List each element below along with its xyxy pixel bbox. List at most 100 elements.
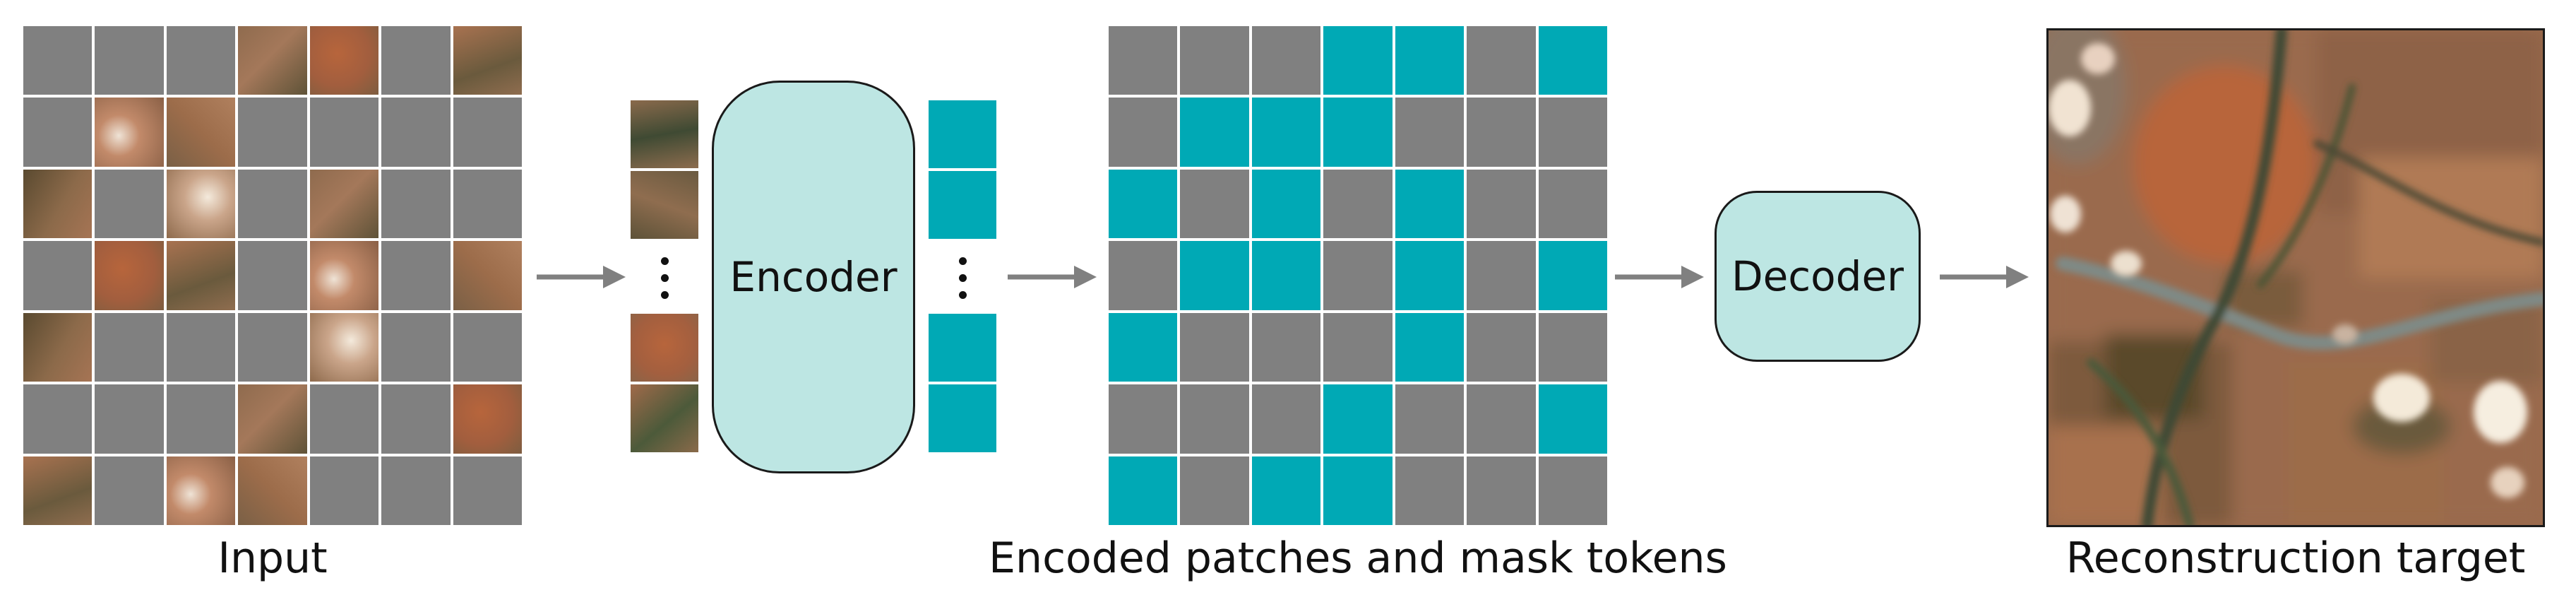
- masked-patch: [95, 312, 164, 382]
- visible-patch: [95, 98, 164, 167]
- encoded-patch-token: [1323, 98, 1393, 167]
- mask-token: [1538, 169, 1607, 239]
- visible-patch-3: [631, 314, 698, 382]
- masked-patch: [95, 26, 164, 95]
- mask-token: [1180, 384, 1249, 454]
- masked-patch: [453, 98, 522, 167]
- encoded-token-2: [929, 171, 996, 239]
- mask-token: [1395, 456, 1465, 525]
- visible-patch: [166, 169, 236, 239]
- visible-patch-strip: [631, 100, 698, 454]
- masked-patch: [309, 456, 379, 525]
- mask-token: [1467, 456, 1536, 525]
- visible-patch: [453, 384, 522, 454]
- visible-patch-4: [631, 384, 698, 452]
- visible-patch: [238, 456, 307, 525]
- encoded-patch-token: [1323, 384, 1393, 454]
- masked-patch: [238, 241, 307, 310]
- masked-patch: [381, 169, 451, 239]
- masked-patch: [95, 384, 164, 454]
- masked-patch: [381, 98, 451, 167]
- mask-token: [1323, 169, 1393, 239]
- encoded-patch-token: [1538, 241, 1607, 310]
- mask-token: [1180, 26, 1249, 95]
- mask-token: [1251, 384, 1321, 454]
- encoded-patch-token: [1323, 26, 1393, 95]
- visible-patch: [23, 169, 93, 239]
- visible-patch: [309, 312, 379, 382]
- mask-token: [1109, 98, 1178, 167]
- ellipsis-dot: [661, 274, 669, 282]
- encoded-token-strip: [929, 100, 996, 454]
- mask-token: [1180, 312, 1249, 382]
- mask-token: [1109, 241, 1178, 310]
- mask-token: [1467, 241, 1536, 310]
- ellipsis-dot: [959, 291, 967, 299]
- masked-patch: [238, 169, 307, 239]
- mask-token: [1467, 312, 1536, 382]
- right-arrow-icon: [1938, 263, 2030, 291]
- encoded-patch-token: [1251, 241, 1321, 310]
- mask-token: [1323, 312, 1393, 382]
- encoded-patch-token: [1251, 456, 1321, 525]
- right-arrow-icon: [1614, 263, 1705, 291]
- encoder-label: Encoder: [729, 253, 898, 301]
- encoded-patch-token: [1395, 241, 1465, 310]
- encoded-patch-token: [1395, 169, 1465, 239]
- encoded-patch-token: [1109, 312, 1178, 382]
- encoded-patch-token: [1180, 241, 1249, 310]
- masked-patch: [309, 384, 379, 454]
- masked-patch: [381, 384, 451, 454]
- masked-patch: [453, 456, 522, 525]
- input-caption: Input: [217, 534, 328, 583]
- reconstruction-caption: Reconstruction target: [2065, 534, 2526, 583]
- mask-token: [1538, 312, 1607, 382]
- encoded-patch-token: [1251, 169, 1321, 239]
- vertical-ellipsis-icon: [661, 257, 669, 265]
- encoded-patch-token: [1109, 169, 1178, 239]
- mask-token: [1538, 456, 1607, 525]
- encoded-token-3: [929, 314, 996, 382]
- mask-token: [1180, 169, 1249, 239]
- input-patch-grid: [23, 26, 522, 525]
- visible-patch: [166, 98, 236, 167]
- masked-patch: [166, 384, 236, 454]
- visible-patch-1: [631, 100, 698, 168]
- masked-patch: [309, 98, 379, 167]
- visible-patch: [238, 384, 307, 454]
- mask-token: [1538, 98, 1607, 167]
- encoded-token-4: [929, 384, 996, 452]
- masked-patch: [95, 456, 164, 525]
- decoder-box: Decoder: [1715, 191, 1921, 362]
- mask-token: [1323, 241, 1393, 310]
- encoded-patch-token: [1538, 384, 1607, 454]
- reconstruction-target-image: [2046, 28, 2545, 527]
- mask-token: [1467, 26, 1536, 95]
- encoded-patch-token: [1395, 312, 1465, 382]
- masked-patch: [23, 241, 93, 310]
- ellipsis-dot: [959, 274, 967, 282]
- masked-patch: [453, 169, 522, 239]
- encoded-caption: Encoded patches and mask tokens: [989, 534, 1727, 583]
- masked-patch: [238, 312, 307, 382]
- masked-patch: [453, 312, 522, 382]
- ellipsis-dot: [661, 291, 669, 299]
- masked-patch: [23, 98, 93, 167]
- decoder-label: Decoder: [1731, 252, 1904, 300]
- masked-patch: [381, 456, 451, 525]
- encoded-patch-token: [1251, 98, 1321, 167]
- masked-patch: [166, 312, 236, 382]
- encoded-patch-token: [1180, 98, 1249, 167]
- masked-patch: [23, 26, 93, 95]
- visible-patch: [309, 26, 379, 95]
- right-arrow-icon: [535, 263, 627, 291]
- masked-patch: [238, 98, 307, 167]
- encoded-token-1: [929, 100, 996, 168]
- vertical-ellipsis-icon: [959, 257, 967, 265]
- masked-patch: [95, 169, 164, 239]
- mask-token: [1251, 26, 1321, 95]
- mask-token: [1109, 26, 1178, 95]
- visible-patch: [453, 241, 522, 310]
- visible-patch: [23, 312, 93, 382]
